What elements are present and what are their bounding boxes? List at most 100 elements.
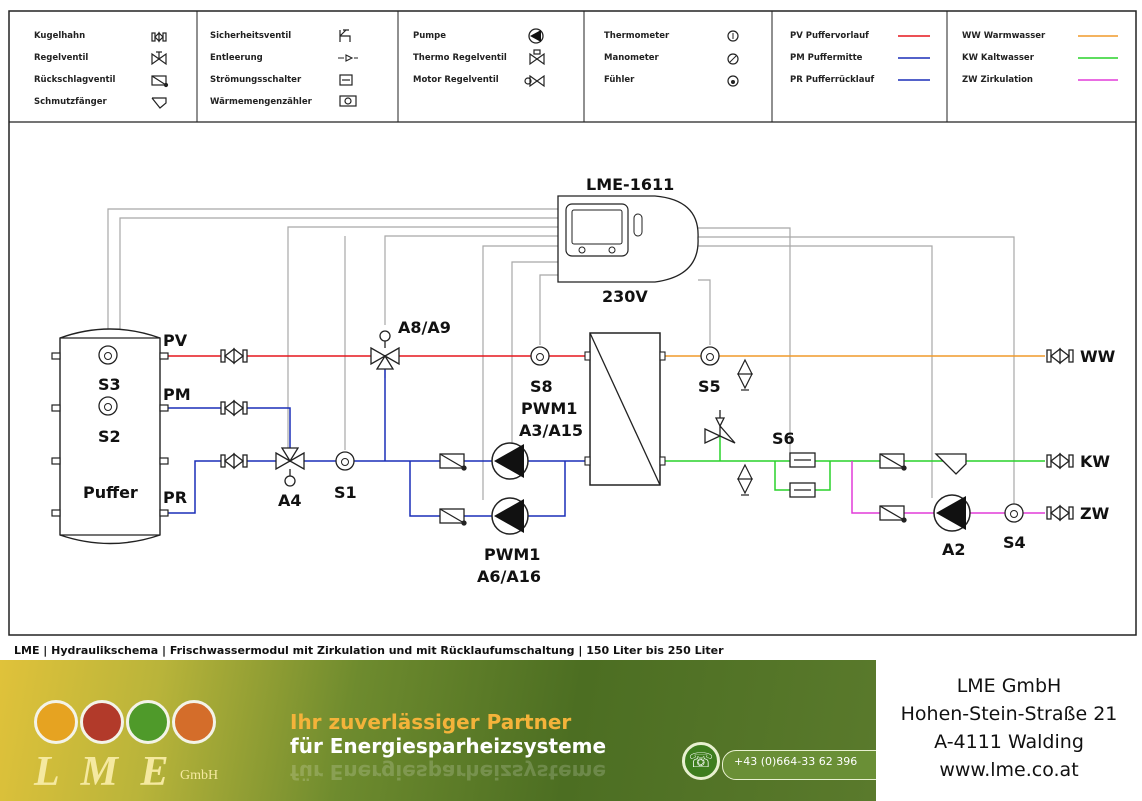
- legend-dividers: [196, 11, 948, 122]
- ball-valve-pr-icon: [220, 452, 248, 470]
- ball-valves: [220, 347, 1074, 522]
- control-valve-icon: [151, 51, 167, 66]
- legend-col1: Kugelhahn Regelventil Rückschlagventil S…: [34, 31, 169, 109]
- logo-text: L M E: [34, 749, 175, 795]
- tagline-reflection: für Energiesparheizsysteme: [290, 760, 607, 784]
- legend-schmutzfaenger: Schmutzfänger: [34, 97, 107, 107]
- tagline-2: für Energiesparheizsysteme: [290, 734, 607, 758]
- label-ww: WW: [1080, 347, 1116, 366]
- tank-label: Puffer: [83, 483, 138, 502]
- heat-meter-icon: [339, 95, 357, 107]
- flow-switch-icon: [339, 74, 353, 86]
- controller-button-left: [578, 246, 586, 254]
- pump-bottom-icon: [491, 497, 529, 535]
- address-city: A-4111 Walding: [934, 731, 1084, 753]
- panel-icon: [126, 700, 170, 744]
- legend-pv: PV Puffervorlauf: [790, 31, 869, 41]
- legend-kw: KW Kaltwasser: [962, 53, 1035, 63]
- legend-sicherheitsventil: Sicherheitsventil: [210, 31, 291, 41]
- pipe-pump-bypass: [409, 461, 566, 517]
- legend-waermemengenzaehler: Wärmemengenzähler: [210, 97, 313, 107]
- sensor-s2-icon: [98, 396, 118, 416]
- footer-caption: LME | Hydraulikschema | Frischwassermodu…: [14, 644, 724, 657]
- pipe-zw: [851, 461, 1045, 514]
- label-s1: S1: [334, 483, 357, 502]
- tap-icon: [80, 700, 124, 744]
- legend-pm: PM Puffermitte: [790, 53, 863, 63]
- tagline-1: Ihr zuverlässiger Partner: [290, 710, 572, 734]
- check-valve-bot-icon: [439, 508, 467, 526]
- legend-zw: ZW Zirkulation: [962, 75, 1033, 85]
- safety-valve-icon: [339, 29, 351, 42]
- manometer-icon: [727, 53, 739, 65]
- ball-valve-pv-icon: [220, 347, 248, 365]
- ball-valve-icon: [151, 31, 167, 43]
- label-s6: S6: [772, 429, 795, 448]
- drawing-frame: [8, 10, 1137, 636]
- heat-exchanger-icon: [584, 332, 666, 486]
- tank-ports: [51, 352, 169, 517]
- sensor-s8-icon: [530, 346, 550, 366]
- legend-thermometer: Thermometer: [604, 31, 670, 41]
- strainer-icon: [151, 97, 167, 109]
- label-a4: A4: [278, 491, 302, 510]
- legend-thermo-regelventil: Thermo Regelventil: [413, 53, 507, 63]
- solar-icon: [34, 700, 78, 744]
- legend-manometer: Manometer: [604, 53, 660, 63]
- drain-valve-kw-icon: [737, 463, 753, 496]
- company-banner: L M E GmbH Ihr zuverlässiger Partner für…: [0, 660, 876, 801]
- check-valve-kw-icon: [879, 453, 907, 471]
- legend-kugelhahn: Kugelhahn: [34, 31, 85, 41]
- legend-rueckschlagventil: Rückschlagventil: [34, 75, 116, 85]
- pipe-pm: [160, 407, 291, 450]
- ball-valve-kw-icon: [1046, 452, 1074, 470]
- three-way-valve-a8a9-icon: [370, 330, 400, 370]
- legend-motor-regelventil: Motor Regelventil: [413, 75, 499, 85]
- label-pr: PR: [163, 488, 187, 507]
- label-pwm1-top: PWM1: [521, 399, 577, 418]
- label-pwm1-bot: PWM1: [484, 545, 540, 564]
- safety-valve-icon-main: [704, 410, 736, 445]
- pipe-pr: [165, 460, 590, 514]
- legend-col5: PV Puffervorlauf PM Puffermitte PR Puffe…: [790, 31, 930, 85]
- controller-screen: [571, 209, 623, 245]
- check-valve-zw-icon: [879, 505, 907, 523]
- phone-icon: ☏: [682, 742, 720, 780]
- address-block: LME GmbH Hohen-Stein-Straße 21 A-4111 Wa…: [876, 660, 1142, 801]
- label-a6a16: A6/A16: [477, 567, 541, 586]
- buffer-tank: Puffer S3 S2: [51, 328, 169, 545]
- legend-col3: Pumpe Thermo Regelventil Motor Regelvent…: [413, 28, 545, 88]
- legend-pr: PR Pufferrücklauf: [790, 75, 874, 85]
- sensor-s4-icon: [1004, 503, 1024, 523]
- sensor-icon: [727, 75, 739, 87]
- strainer-kw-icon: [934, 453, 967, 475]
- legend-col6: WW Warmwasser KW Kaltwasser ZW Zirkulati…: [962, 31, 1118, 85]
- pump-top-icon: [491, 442, 529, 480]
- phone-box: [722, 750, 876, 780]
- sensor-s1-icon: [335, 451, 355, 471]
- address-street: Hohen-Stein-Straße 21: [900, 703, 1118, 725]
- address-company: LME GmbH: [956, 675, 1062, 697]
- legend-fuehler: Fühler: [604, 75, 635, 85]
- thermo-valve-icon: [529, 49, 545, 66]
- legend-regelventil: Regelventil: [34, 53, 88, 63]
- controller: LME-1611 230V: [557, 175, 699, 306]
- label-a2: A2: [942, 540, 966, 559]
- pump-a2-icon: [933, 494, 971, 532]
- label-s5: S5: [698, 377, 721, 396]
- pump-icon: [528, 28, 544, 44]
- label-s2: S2: [98, 427, 121, 446]
- thermometer-icon: [727, 30, 739, 42]
- drain-valve-ww-icon: [737, 358, 753, 391]
- label-kw: KW: [1080, 452, 1110, 471]
- label-s3: S3: [98, 375, 121, 394]
- sensor-s5-icon: [700, 346, 720, 366]
- label-a8a9: A8/A9: [398, 318, 451, 337]
- legend-col2: Sicherheitsventil Entleerung Strömungssc…: [210, 29, 358, 107]
- address-web[interactable]: www.lme.co.at: [939, 759, 1079, 781]
- check-valve-icon: [151, 75, 169, 88]
- motor-valve-icon: [524, 74, 545, 88]
- label-pm: PM: [163, 385, 191, 404]
- drain-icon: [338, 54, 358, 62]
